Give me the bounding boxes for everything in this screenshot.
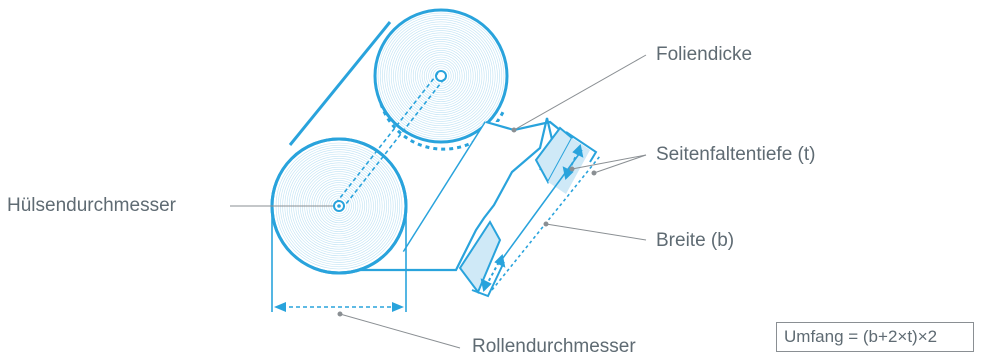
label-breite: Breite (b) xyxy=(656,230,735,251)
wound-film-ring xyxy=(382,17,500,135)
wound-film-ring xyxy=(377,12,505,140)
wound-film-ring xyxy=(417,52,465,100)
wound-film-ring xyxy=(395,30,487,122)
wound-film-ring xyxy=(404,39,478,113)
wound-film-ring xyxy=(430,65,452,87)
wound-film-ring xyxy=(393,28,489,124)
wound-film-ring xyxy=(410,45,472,107)
wound-film-ring xyxy=(386,21,496,131)
wound-film-ring xyxy=(426,61,456,91)
wound-film-ring xyxy=(419,54,463,98)
wound-film-ring xyxy=(390,25,492,127)
wound-film-ring xyxy=(399,34,483,118)
wound-film-ring xyxy=(384,19,498,133)
wound-film-ring xyxy=(406,41,476,111)
wound-film-ring xyxy=(408,43,474,109)
label-seitenfaltentiefe: Seitenfaltentiefe (t) xyxy=(656,144,816,165)
wound-film-ring xyxy=(388,23,494,129)
label-huelsendurchmesser: Hülsendurchmesser xyxy=(7,195,176,216)
wound-film-ring xyxy=(432,67,450,85)
formula-text: Umfang = (b+2×t)×2 xyxy=(784,327,938,346)
wound-film-ring xyxy=(415,50,467,102)
core-axis xyxy=(333,72,445,212)
roll-diameter-dimension xyxy=(271,212,407,312)
label-foliendicke: Foliendicke xyxy=(656,44,753,65)
roll-back-face xyxy=(373,8,509,151)
wound-film-ring xyxy=(428,63,454,89)
label-rollendurchmesser: Rollendurchmesser xyxy=(472,336,636,357)
formula-box: Umfang = (b+2×t)×2 xyxy=(776,322,974,352)
side-gusset-dimension xyxy=(480,143,584,293)
wound-film-ring xyxy=(412,47,470,105)
wound-film-ring xyxy=(423,58,459,94)
wound-film-ring xyxy=(379,14,503,138)
leader-lines xyxy=(230,54,647,349)
wound-film-ring xyxy=(397,32,485,120)
wound-film-ring xyxy=(421,56,461,96)
wound-film-ring xyxy=(401,36,481,116)
